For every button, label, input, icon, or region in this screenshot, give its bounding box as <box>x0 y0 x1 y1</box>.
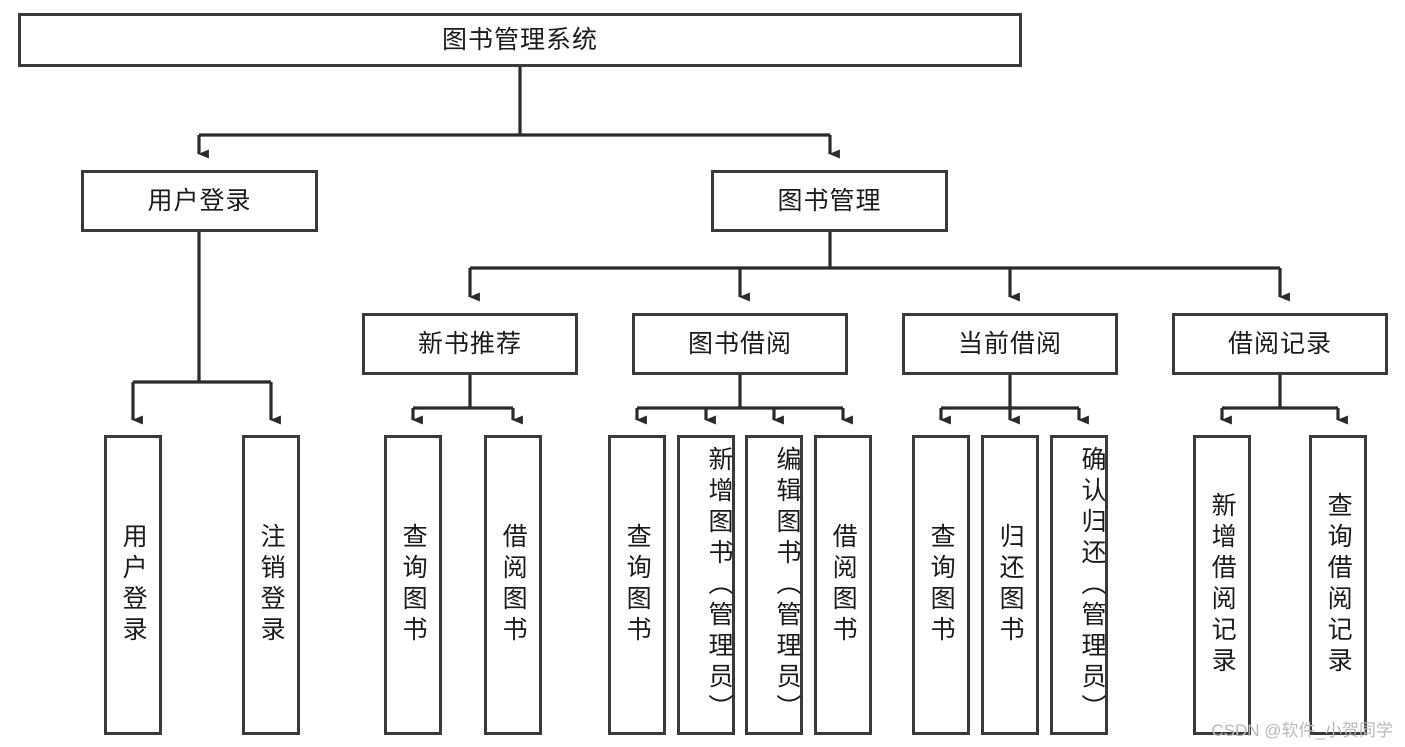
node-label: 用户登录 <box>119 523 148 647</box>
node-label: 查询图书 <box>623 523 652 647</box>
csdn-watermark: CSDN @软件_小贺同学 <box>1211 721 1393 740</box>
node-current-borrow[interactable]: 当前借阅 <box>902 313 1118 375</box>
leaf-borrow-query-book[interactable]: 查询图书 <box>608 435 666 735</box>
node-label: 图书借阅 <box>687 330 792 358</box>
node-label: 新增借阅记录 <box>1208 492 1237 678</box>
node-label: 图书管理 <box>777 187 882 215</box>
leaf-recommend-query-book[interactable]: 查询图书 <box>384 435 442 735</box>
node-label: 新增图书（管理员） <box>705 445 733 725</box>
node-book-borrow[interactable]: 图书借阅 <box>632 313 848 375</box>
node-label: 归还图书 <box>996 523 1025 647</box>
node-label: 图书管理系统 <box>441 26 598 54</box>
node-label: 确认归还（管理员） <box>1078 445 1106 725</box>
node-user-login[interactable]: 用户登录 <box>81 170 318 232</box>
node-label: 当前借阅 <box>957 330 1062 358</box>
node-label: 查询图书 <box>927 523 956 647</box>
node-label: 借阅记录 <box>1227 330 1332 358</box>
node-label: 编辑图书（管理员） <box>773 445 801 725</box>
leaf-current-return-book[interactable]: 归还图书 <box>981 435 1039 735</box>
leaf-record-add[interactable]: 新增借阅记录 <box>1193 435 1251 735</box>
leaf-user-logout[interactable]: 注销登录 <box>242 435 300 735</box>
node-label: 新书推荐 <box>417 330 522 358</box>
node-label: 用户登录 <box>147 187 252 215</box>
node-borrow-record[interactable]: 借阅记录 <box>1172 313 1388 375</box>
node-label: 查询借阅记录 <box>1324 492 1353 678</box>
leaf-borrow-add-book[interactable]: 新增图书（管理员） <box>677 435 735 735</box>
node-label: 注销登录 <box>257 523 286 647</box>
leaf-user-login[interactable]: 用户登录 <box>104 435 162 735</box>
leaf-record-query[interactable]: 查询借阅记录 <box>1309 435 1367 735</box>
node-new-book-recommend[interactable]: 新书推荐 <box>362 313 578 375</box>
leaf-borrow-borrow-book[interactable]: 借阅图书 <box>814 435 872 735</box>
leaf-recommend-borrow-book[interactable]: 借阅图书 <box>484 435 542 735</box>
node-label: 借阅图书 <box>829 523 858 647</box>
node-book-manage[interactable]: 图书管理 <box>711 170 948 232</box>
node-label: 查询图书 <box>399 523 428 647</box>
leaf-borrow-edit-book[interactable]: 编辑图书（管理员） <box>745 435 803 735</box>
node-label: 借阅图书 <box>499 523 528 647</box>
node-book-management-system[interactable]: 图书管理系统 <box>18 13 1022 67</box>
leaf-current-confirm-return[interactable]: 确认归还（管理员） <box>1050 435 1108 735</box>
leaf-current-query-book[interactable]: 查询图书 <box>912 435 970 735</box>
